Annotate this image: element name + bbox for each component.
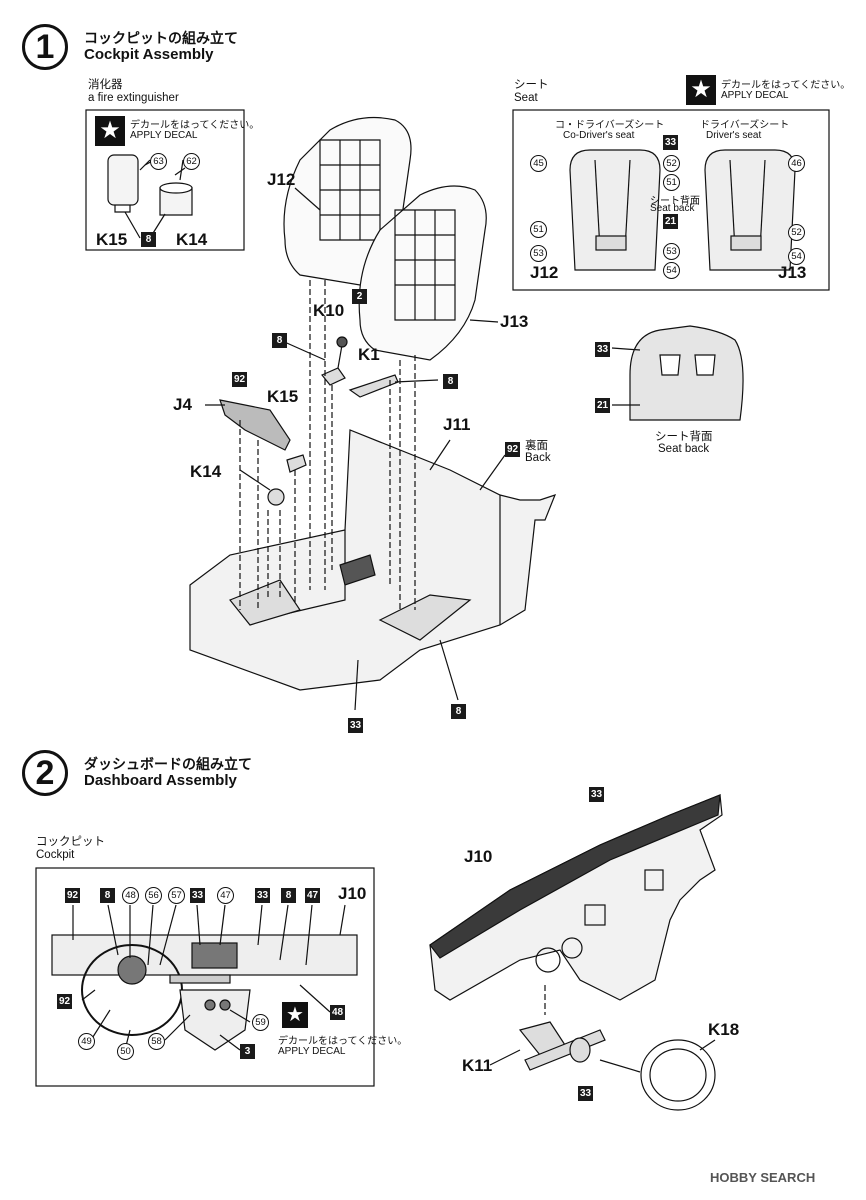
part-k18-label: K18 bbox=[708, 1020, 740, 1039]
step-2-title-en: Dashboard Assembly bbox=[84, 772, 237, 789]
fire-ext-label-jp: 消化器 bbox=[88, 79, 123, 91]
part-k14-label: K14 bbox=[190, 462, 222, 481]
seat-back-label-jp: シート背面 bbox=[655, 431, 713, 443]
part-j13-label: J13 bbox=[778, 263, 807, 282]
seat-label-jp: シート bbox=[514, 79, 549, 91]
color-square: 33 bbox=[578, 1086, 593, 1101]
color-square: 8 bbox=[272, 333, 287, 348]
callout-circle: 54 bbox=[663, 262, 680, 279]
part-j11-label: J11 bbox=[443, 415, 471, 434]
callout-circle: 52 bbox=[663, 155, 680, 172]
seat-back-label-en: Seat back bbox=[658, 443, 710, 455]
part-k15-label: K15 bbox=[267, 387, 299, 406]
part-j4-label: J4 bbox=[173, 395, 192, 414]
callout-circle: 53 bbox=[530, 245, 547, 262]
driver-jp: ドライバーズシート bbox=[700, 120, 790, 131]
part-k10-label: K10 bbox=[313, 301, 345, 320]
seat-decal-jp: デカールをはってください。 bbox=[721, 80, 851, 91]
callout-circle: 58 bbox=[148, 1033, 165, 1050]
step-2-number: 2 bbox=[22, 750, 68, 796]
callout-circle: 49 bbox=[78, 1033, 95, 1050]
color-square: 92 bbox=[57, 994, 72, 1009]
part-j12-label: J12 bbox=[267, 170, 296, 189]
fire-ext-decal-jp: デカールをはってください。 bbox=[130, 120, 260, 131]
callout-circle: 62 bbox=[183, 153, 200, 170]
callout-circle: 51 bbox=[530, 221, 547, 238]
part-k1-label: K1 bbox=[358, 345, 380, 364]
color-square: 33 bbox=[663, 135, 678, 150]
callout-circle: 52 bbox=[788, 224, 805, 241]
decal-star-icon: ★ bbox=[95, 116, 125, 146]
callout-circle: 47 bbox=[217, 887, 234, 904]
color-square: 8 bbox=[100, 888, 115, 903]
step-1-number: 1 bbox=[22, 24, 68, 70]
step-1-title-en: Cockpit Assembly bbox=[84, 46, 214, 63]
seat-decal-en: APPLY DECAL bbox=[721, 90, 789, 101]
decal-star-icon: ★ bbox=[282, 1002, 308, 1028]
part-j13-label: J13 bbox=[500, 312, 529, 331]
driver-en: Driver's seat bbox=[706, 130, 762, 141]
cockpit-label-en: Cockpit bbox=[36, 849, 75, 861]
color-square: 33 bbox=[190, 888, 205, 903]
part-j12-label: J12 bbox=[530, 263, 559, 282]
color-square: 92 bbox=[65, 888, 80, 903]
seat-label-en: Seat bbox=[514, 92, 538, 104]
callout-circle: 46 bbox=[788, 155, 805, 172]
part-k15-label: K15 bbox=[96, 230, 128, 249]
decal-star-icon: ★ bbox=[686, 75, 716, 105]
color-square: 8 bbox=[141, 232, 156, 247]
callout-circle: 54 bbox=[788, 248, 805, 265]
fire-ext-decal-en: APPLY DECAL bbox=[130, 130, 198, 141]
part-j10-label: J10 bbox=[338, 884, 367, 903]
callout-circle: 48 bbox=[122, 887, 139, 904]
step-2-title-jp: ダッシュボードの組み立て bbox=[84, 756, 252, 772]
color-square: 47 bbox=[305, 888, 320, 903]
part-k11-label: K11 bbox=[462, 1056, 493, 1075]
callout-circle: 56 bbox=[145, 887, 162, 904]
callout-circle: 45 bbox=[530, 155, 547, 172]
cockpit-label-jp: コックピット bbox=[36, 836, 105, 848]
color-square: 21 bbox=[595, 398, 610, 413]
color-square: 8 bbox=[281, 888, 296, 903]
part-k14-label: K14 bbox=[176, 230, 208, 249]
callout-circle: 51 bbox=[663, 174, 680, 191]
color-square: 33 bbox=[589, 787, 604, 802]
back-label-en: Back bbox=[525, 452, 551, 464]
callout-circle: 57 bbox=[168, 887, 185, 904]
watermark: HOBBY SEARCH bbox=[710, 1170, 816, 1185]
cockpit-decal-en: APPLY DECAL bbox=[278, 1046, 346, 1057]
back-label-jp: 裏面 bbox=[525, 440, 548, 452]
color-square: 33 bbox=[595, 342, 610, 357]
seatback-en: Seat back bbox=[650, 203, 695, 214]
color-square: 8 bbox=[451, 704, 466, 719]
color-square: 33 bbox=[348, 718, 363, 733]
color-square: 48 bbox=[330, 1005, 345, 1020]
color-square: 21 bbox=[663, 214, 678, 229]
callout-circle: 63 bbox=[150, 153, 167, 170]
part-j10-label: J10 bbox=[464, 847, 493, 866]
color-square: 8 bbox=[443, 374, 458, 389]
step-1-title-jp: コックピットの組み立て bbox=[84, 30, 238, 46]
seatback-jp: シート背面 bbox=[650, 196, 700, 207]
color-square: 2 bbox=[352, 289, 367, 304]
color-square: 92 bbox=[232, 372, 247, 387]
color-square: 92 bbox=[505, 442, 520, 457]
codriver-en: Co-Driver's seat bbox=[563, 130, 635, 141]
fire-ext-label-en: a fire extinguisher bbox=[88, 92, 179, 104]
callout-circle: 59 bbox=[252, 1014, 269, 1031]
callout-circle: 53 bbox=[663, 243, 680, 260]
cockpit-decal-jp: デカールをはってください。 bbox=[278, 1036, 408, 1047]
color-square: 33 bbox=[255, 888, 270, 903]
codriver-jp: コ・ドライバーズシート bbox=[555, 120, 665, 131]
callout-circle: 50 bbox=[117, 1043, 134, 1060]
color-square: 3 bbox=[240, 1044, 255, 1059]
